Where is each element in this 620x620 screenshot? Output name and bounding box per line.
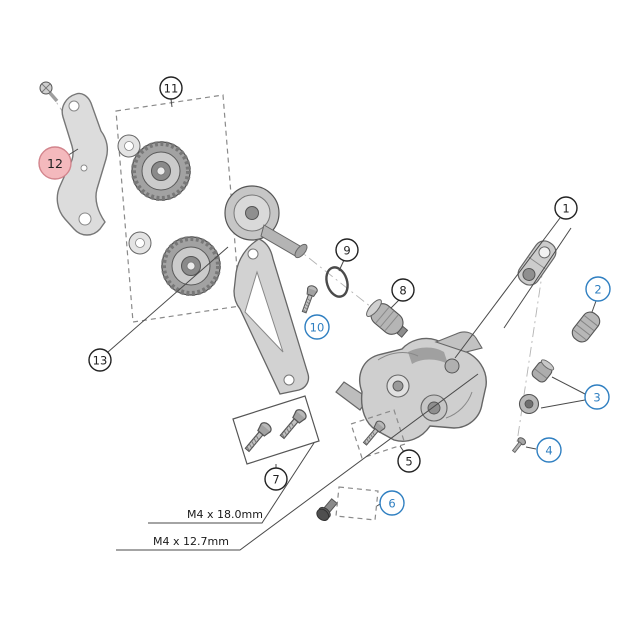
adjust-barrel (571, 311, 601, 343)
pivot-hub (245, 206, 259, 220)
outer-plate-shape (56, 92, 109, 236)
dimension-label-2: M4 x 12.7mm (153, 535, 229, 548)
callout-number-9: 9 (343, 243, 350, 257)
cable-plug (316, 498, 338, 521)
plate-hole (68, 100, 80, 112)
fixing-bolt (277, 407, 309, 442)
parts-drawing (39, 81, 601, 521)
callout-8: 8 (391, 278, 415, 302)
cage-stopper-bolt-group (350, 409, 406, 459)
part-outer-plate (39, 81, 109, 236)
body-contour (377, 352, 419, 361)
callout-4[interactable]: 4 (536, 437, 562, 463)
callout-number-6: 6 (388, 496, 395, 510)
body-boss (444, 358, 460, 374)
bolt-dashed-box (350, 409, 406, 459)
body-shadow (408, 347, 448, 364)
snap-ring (325, 266, 349, 298)
callout-13: 13 (88, 348, 112, 372)
plate-bolt-shaft (48, 91, 59, 103)
callout-circle-8 (391, 278, 415, 302)
callout-number-4: 4 (545, 443, 552, 457)
bolts-box (232, 395, 320, 465)
body-contour (445, 391, 473, 419)
callout-number-1: 1 (562, 201, 569, 215)
body-pivot-hole (392, 380, 404, 392)
callout-3[interactable]: 3 (584, 384, 610, 410)
callout-circle-3[interactable] (584, 384, 610, 410)
stopper-bolt (299, 284, 319, 315)
callout-10[interactable]: 10 (304, 314, 330, 340)
tension-pulley (162, 237, 220, 295)
callout-9: 9 (335, 238, 359, 262)
callout-2[interactable]: 2 (585, 276, 611, 302)
callout-circle-12[interactable] (38, 146, 72, 180)
callout-number-3: 3 (593, 390, 600, 404)
axle-end (294, 243, 308, 259)
plate-hole (78, 212, 92, 226)
dim-leader-18mm (148, 442, 315, 524)
callout-circle-13 (88, 348, 112, 372)
plate-hole (80, 164, 88, 172)
fixing-bolts-group (232, 395, 320, 465)
callout-6[interactable]: 6 (379, 490, 405, 516)
callout-circle-1 (554, 196, 578, 220)
guide-pulley (132, 142, 190, 200)
inner-plate-hole (247, 248, 259, 260)
fixing-bolt (242, 420, 274, 455)
callout-1: 1 (554, 196, 578, 220)
callout-circle-6[interactable] (379, 490, 405, 516)
bracket-link (516, 240, 557, 443)
inner-plate-hole (283, 374, 295, 386)
callout-number-2: 2 (594, 282, 601, 296)
callout-11: 11 (159, 76, 183, 100)
stop-screw (511, 437, 526, 454)
callout-number-10: 10 (310, 320, 325, 334)
cage-pivot-assembly (224, 185, 405, 334)
callout-circle-11 (159, 76, 183, 100)
callout-number-12: 12 (47, 156, 63, 171)
callout-circle-10[interactable] (304, 314, 330, 340)
callout-circle-7 (264, 467, 288, 491)
dimension-label-1: M4 x 18.0mm (187, 508, 263, 521)
body-knuckle-hole (427, 401, 441, 415)
pivot-cylinder (366, 299, 409, 338)
labels-layer: M4 x 18.0mm M4 x 12.7mm (153, 508, 263, 548)
callout-number-5: 5 (405, 454, 412, 468)
callout-circle-9 (335, 238, 359, 262)
callout-number-13: 13 (93, 353, 108, 367)
bushing-set (518, 359, 555, 415)
bolt-slot-line (41, 83, 51, 93)
plug-dashed-box (335, 486, 379, 521)
plug-group (316, 486, 379, 521)
callout-circle-5 (397, 449, 421, 473)
callout-number-7: 7 (272, 472, 279, 486)
inner-cage-plate (233, 238, 310, 395)
callout-circle-2[interactable] (585, 276, 611, 302)
callout-number-8: 8 (399, 283, 406, 297)
callout-5: 5 (397, 449, 421, 473)
pulley-washer (128, 231, 152, 255)
dim-leader-127mm (116, 373, 479, 551)
pulley-set (117, 134, 220, 295)
callout-12[interactable]: 12 (38, 146, 72, 180)
inner-plate-cutout (244, 270, 284, 353)
callout-number-11: 11 (164, 81, 179, 95)
derailleur-body (335, 331, 487, 442)
callout-circle-4[interactable] (536, 437, 562, 463)
callout-7: 7 (264, 467, 288, 491)
